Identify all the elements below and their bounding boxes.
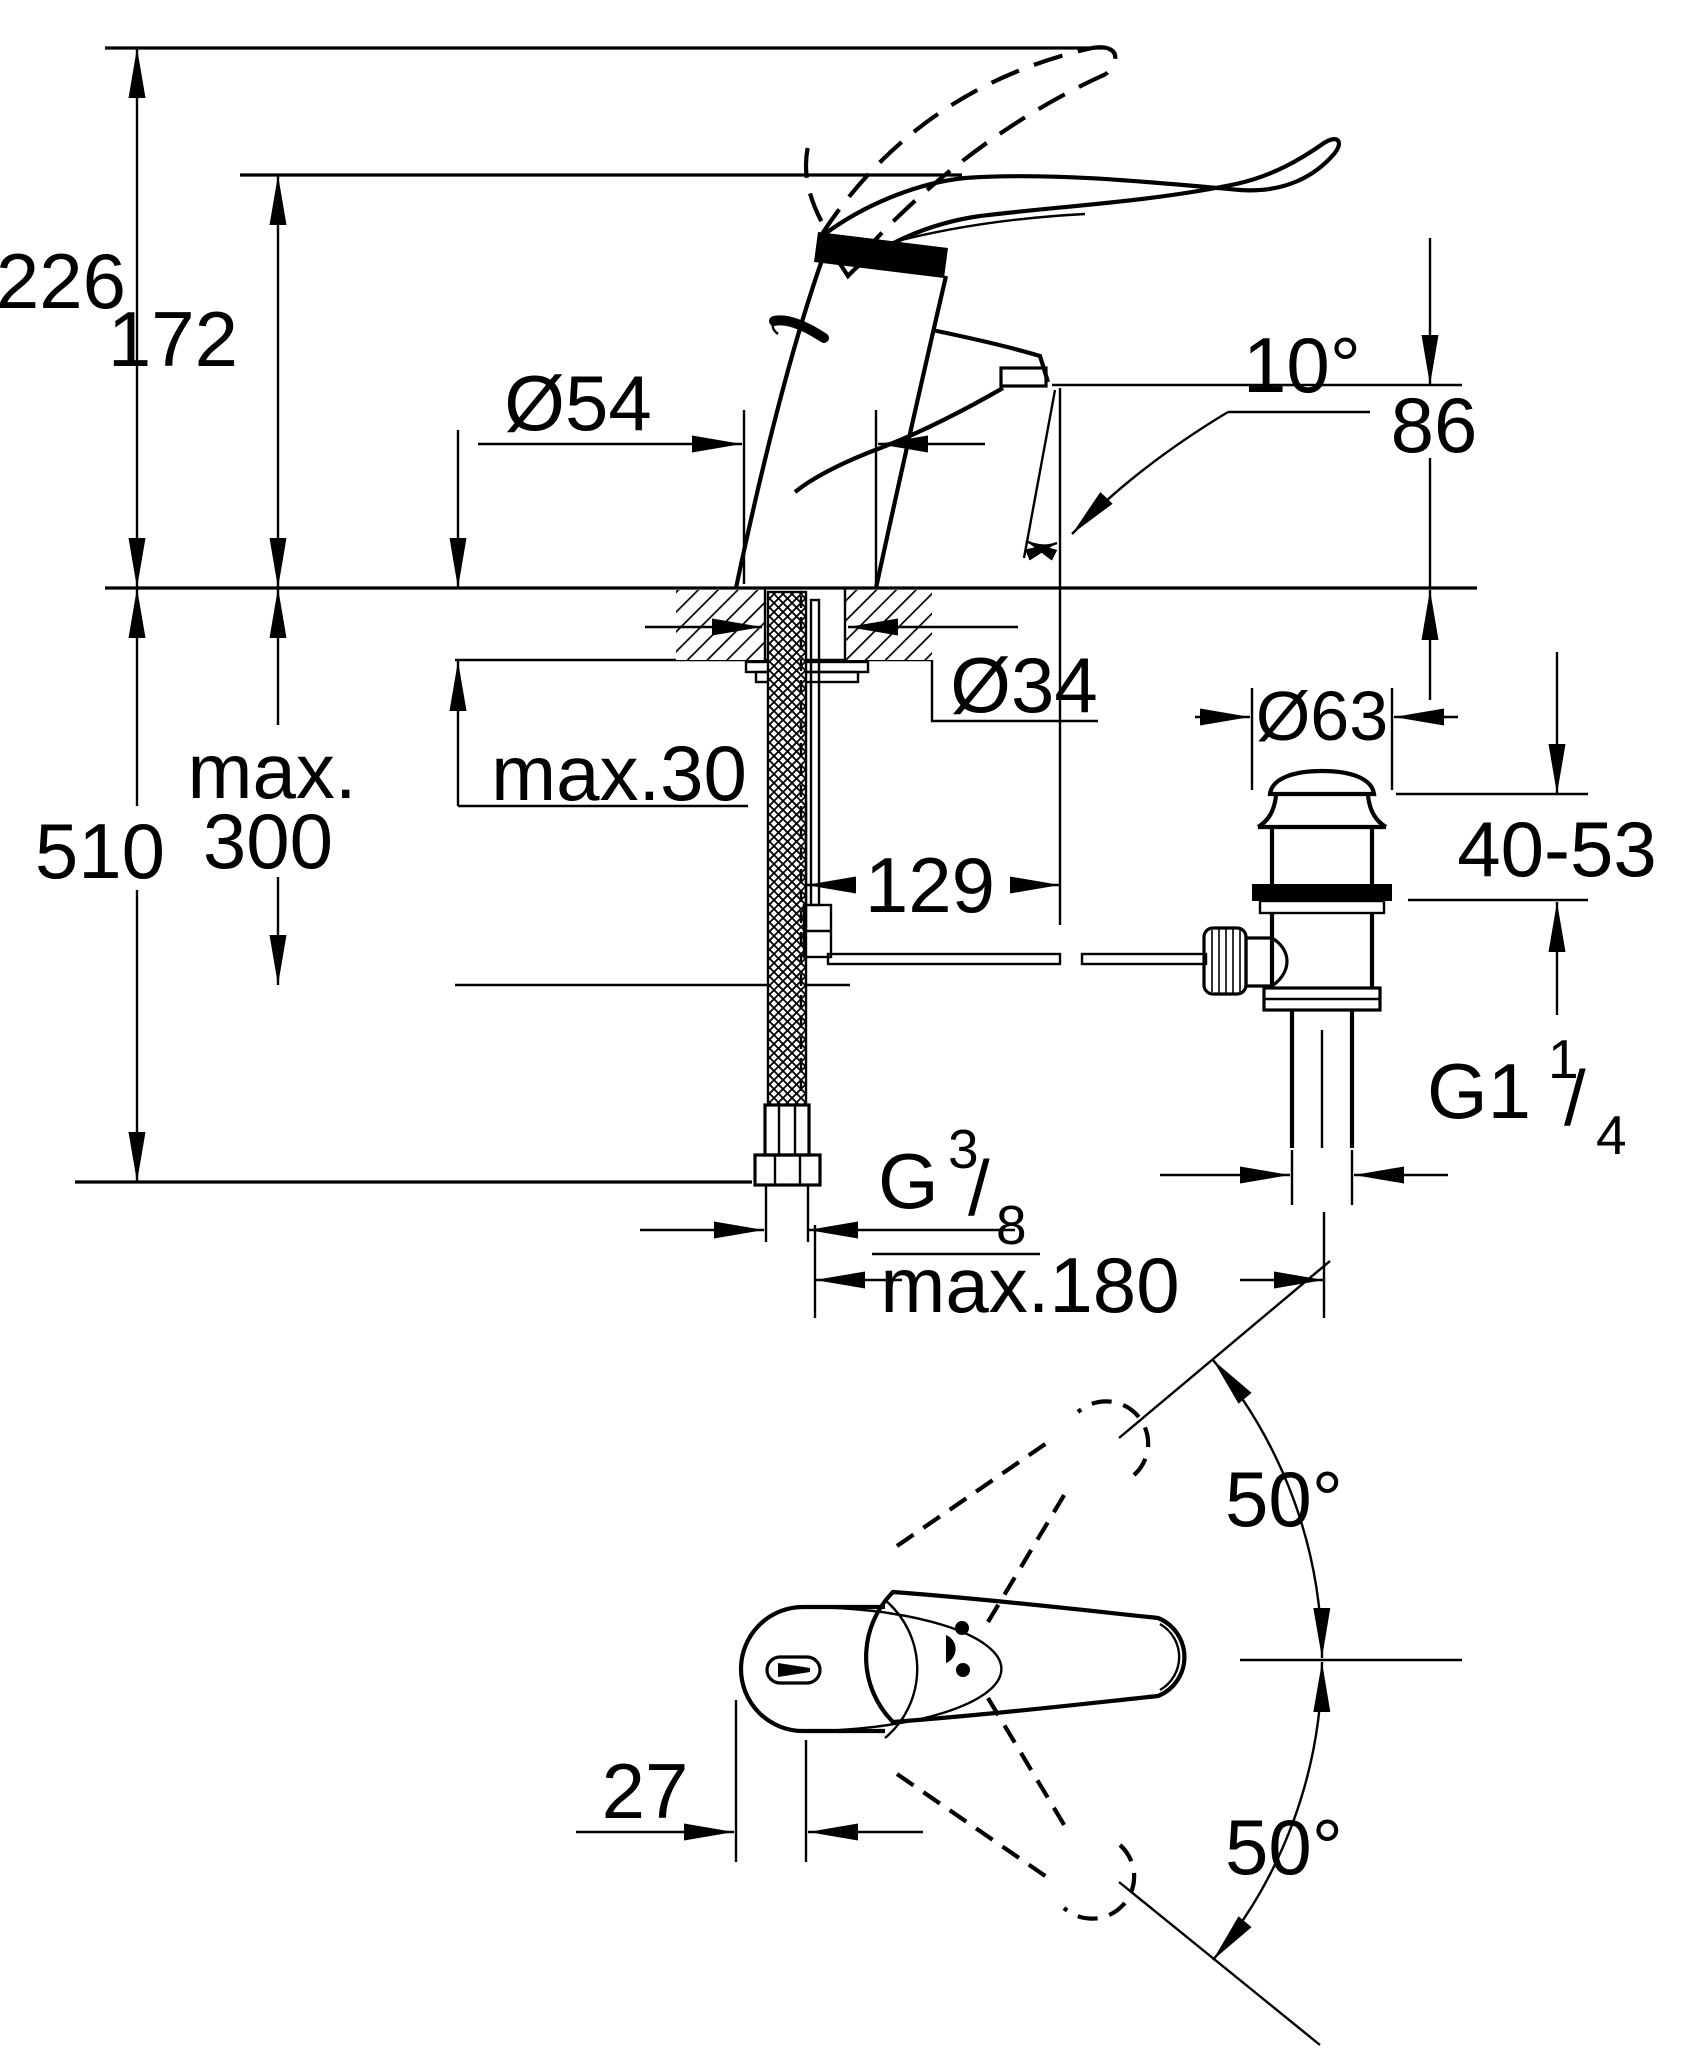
reference-lines [75, 46, 1477, 1184]
handle-dot-top [955, 1621, 969, 1635]
g38-nut-large [753, 1153, 822, 1187]
knurling [1211, 929, 1241, 993]
escutcheon-arc [884, 1599, 919, 1739]
waste-lever-joint [1244, 936, 1289, 988]
swivel-arc-up [1212, 1359, 1331, 1659]
label-4053: 40-53 [1457, 805, 1657, 893]
handle-swivel-up-dashed [895, 1399, 1151, 1624]
spout-top-edge [931, 327, 1051, 383]
g114-denominator: 4 [1596, 1104, 1627, 1166]
label-510: 510 [35, 807, 165, 895]
handle-dot-bottom [956, 1663, 970, 1677]
label-max30: max.30 [491, 729, 747, 817]
label-o34: Ø34 [950, 641, 1097, 729]
waste-assembly [1202, 768, 1392, 1148]
stream-angle-line [1022, 389, 1057, 559]
g38-slash: / [968, 1144, 990, 1232]
label-27: 27 [602, 1747, 689, 1835]
g114-numerator: 1 [1548, 1028, 1579, 1090]
handle-slot [765, 1655, 822, 1685]
label-172: 172 [108, 295, 238, 383]
g38-letter: G [878, 1137, 939, 1225]
waste-neck-right [1365, 795, 1388, 829]
counter-hatch-left [676, 590, 765, 660]
counter-hatch-right [845, 590, 932, 660]
waste-plug-cap [1267, 768, 1377, 797]
angle-arc-10 [1025, 539, 1058, 561]
handle-top-view [864, 1589, 1187, 1725]
waste-lever-right [1080, 952, 1208, 966]
label-50deg-down: 50° [1225, 1803, 1343, 1891]
handle-temp-marker [946, 1635, 956, 1663]
faucet-top-view [738, 1260, 1462, 2046]
top-view-cap [738, 1604, 885, 1734]
swivel-ray-up [1118, 1260, 1331, 1439]
waste-lever-left [826, 952, 1062, 966]
dimension-labels: 226 172 Ø54 10° 86 Ø34 max. 300 510 max.… [0, 237, 1657, 1891]
handle-swivel-down-dashed [895, 1696, 1137, 1921]
label-300: 300 [203, 797, 333, 885]
handle-tip-inner-arc [1159, 1622, 1181, 1692]
swivel-ray-down [1118, 1881, 1321, 2046]
faucet-side-view [733, 45, 1342, 589]
label-g38: G 3 / 8 [878, 1118, 1027, 1256]
g38-nut-small [763, 1103, 811, 1157]
body-left-edge [733, 259, 824, 589]
g114-letters: G1 [1427, 1047, 1531, 1135]
countertop-step-line [930, 660, 1098, 723]
label-86: 86 [1391, 381, 1478, 469]
cap-inner-arc [802, 1605, 1003, 1733]
label-o54: Ø54 [504, 359, 651, 447]
label-10deg: 10° [1243, 321, 1361, 409]
handle-inner-line [871, 212, 1086, 250]
dimensions [128, 48, 1588, 1862]
popup-rod [809, 598, 821, 907]
label-max180: max.180 [880, 1241, 1179, 1329]
cartridge-band [814, 232, 948, 278]
spout-bottom-edge [793, 386, 1005, 494]
g38-denominator: 8 [996, 1194, 1027, 1256]
g114-slash: / [1564, 1054, 1586, 1142]
body-right-edge [873, 275, 949, 589]
label-g114: G1 1 / 4 [1427, 1028, 1627, 1166]
label-129: 129 [865, 841, 995, 929]
waste-rubber-seal [1252, 884, 1392, 901]
waste-neck-left [1256, 795, 1279, 829]
popup-actuator-lever [769, 315, 829, 343]
g38-numerator: 3 [948, 1118, 979, 1180]
aerator [999, 366, 1048, 388]
label-max: max. [187, 727, 356, 815]
angle-leader [1071, 410, 1229, 535]
spout-angle-annotation [1022, 388, 1370, 925]
label-226: 226 [0, 237, 126, 325]
label-o63: Ø63 [1256, 677, 1388, 755]
label-50deg-up: 50° [1225, 1455, 1343, 1543]
swivel-arc-down [1212, 1661, 1331, 1961]
slot-pointer [778, 1663, 810, 1677]
waste-washer [1258, 899, 1386, 915]
handle-lever [819, 137, 1342, 280]
